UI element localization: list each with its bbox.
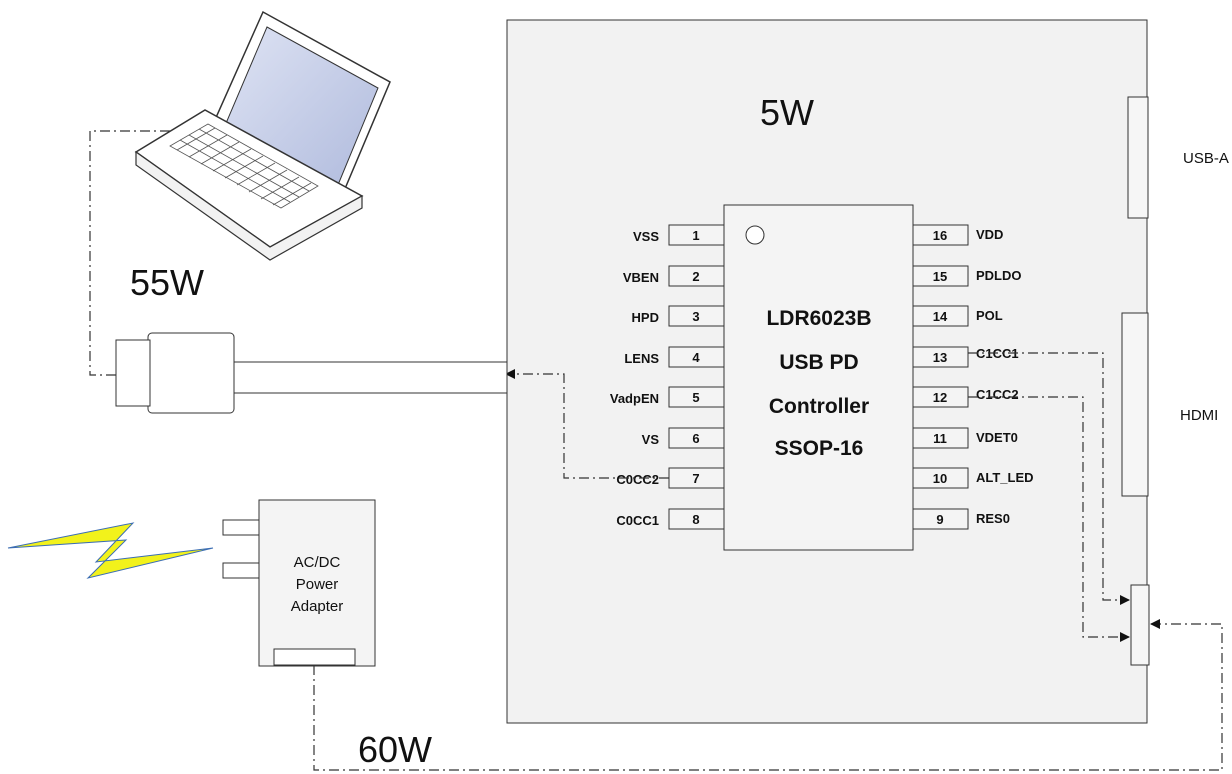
pin-number: 9 (936, 512, 943, 527)
pin-number: 12 (933, 390, 947, 405)
pin-label: C0CC2 (616, 472, 659, 487)
pin-16: 16 VDD (912, 224, 1003, 246)
pin-7: 7 C0CC2 (616, 467, 725, 489)
pin-number: 1 (692, 228, 699, 243)
right-pins: 16 VDD 15 PDLDO 14 POL 13 C1CC1 12 C1CC2… (912, 224, 1034, 530)
chip-name: LDR6023B (766, 307, 871, 330)
pin-2: 2 VBEN (623, 265, 725, 287)
cable-plug-housing (147, 332, 235, 414)
laptop-link-line (89, 126, 187, 376)
pin-label: VDD (976, 227, 1003, 242)
pin-label: VSS (633, 229, 659, 244)
pin-number: 5 (692, 390, 699, 405)
pin-14: 14 POL (912, 305, 1003, 327)
chip-body (723, 204, 914, 551)
pin-label: VS (642, 432, 660, 447)
pin-label: ALT_LED (976, 470, 1034, 485)
hdmi-label: HDMI (1180, 407, 1218, 424)
pin-label: POL (976, 308, 1003, 323)
pin-label: RES0 (976, 511, 1010, 526)
pin-number: 2 (692, 269, 699, 284)
pin-3: 3 HPD (632, 305, 725, 327)
pin1-marker (745, 225, 765, 245)
board-power-label: 5W (760, 92, 814, 133)
adapter-output-port (273, 648, 356, 666)
pin-number: 3 (692, 309, 699, 324)
pin-label: LENS (624, 351, 659, 366)
pin-number: 14 (933, 309, 948, 324)
usb-a-label: USB-A (1183, 150, 1229, 167)
pin-label: VadpEN (610, 391, 659, 406)
pin-label: C1CC2 (976, 387, 1019, 402)
chip-desc-2: Controller (769, 395, 869, 418)
chip-package: SSOP-16 (775, 437, 864, 460)
pin-12: 12 C1CC2 (912, 386, 1019, 408)
c1cc1-line (968, 352, 1130, 605)
adapter-label-2: Power (296, 576, 339, 593)
adapter-power-label: 60W (358, 729, 432, 770)
pin-10: 10 ALT_LED (912, 467, 1034, 489)
usb-a-port (1127, 96, 1149, 219)
pin-4: 4 LENS (624, 346, 725, 368)
pin-1: 1 VSS (633, 224, 725, 246)
pin-number: 15 (933, 269, 947, 284)
chip-desc-1: USB PD (779, 351, 858, 374)
pin-number: 13 (933, 350, 947, 365)
pin-number: 4 (692, 350, 700, 365)
hdmi-port (1121, 312, 1149, 497)
pin-5: 5 VadpEN (610, 386, 725, 408)
pin-number: 16 (933, 228, 947, 243)
c1cc2-line (968, 396, 1130, 642)
pin-label: HPD (632, 310, 659, 325)
cable-plug-tip (115, 339, 151, 407)
left-pins: 1 VSS 2 VBEN 3 HPD 4 LENS 5 VadpEN 6 VS (610, 224, 725, 530)
adapter-label-3: Adapter (291, 598, 344, 615)
pin-label: C0CC1 (616, 513, 659, 528)
pin-label: VDET0 (976, 430, 1018, 445)
pin-number: 11 (933, 431, 947, 446)
pin-label: PDLDO (976, 268, 1022, 283)
adapter-output-line (313, 619, 1223, 771)
pin-8: 8 C0CC1 (616, 508, 725, 530)
pin-number: 8 (692, 512, 699, 527)
laptop-power-label: 55W (130, 262, 204, 303)
signal-lines (89, 126, 1223, 771)
adapter-label-1: AC/DC (294, 554, 341, 571)
pin-number: 6 (692, 431, 699, 446)
pin-number: 10 (933, 471, 947, 486)
cable-body (233, 361, 508, 394)
power-adapter: AC/DC Power Adapter (222, 499, 376, 667)
laptop-icon (134, 10, 391, 261)
pin-label: VBEN (623, 270, 659, 285)
pin-9: 9 RES0 (912, 508, 1010, 530)
usb-cable (115, 332, 508, 414)
pin-number: 7 (692, 471, 699, 486)
pin-6: 6 VS (642, 427, 725, 449)
pin-15: 15 PDLDO (912, 265, 1022, 287)
adapter-prong-top (222, 519, 261, 536)
usb-c-port (1130, 584, 1150, 666)
adapter-prong-bottom (222, 562, 261, 579)
lightning-icon (7, 522, 214, 579)
pin-11: 11 VDET0 (912, 427, 1018, 449)
adapter-body (258, 499, 376, 667)
